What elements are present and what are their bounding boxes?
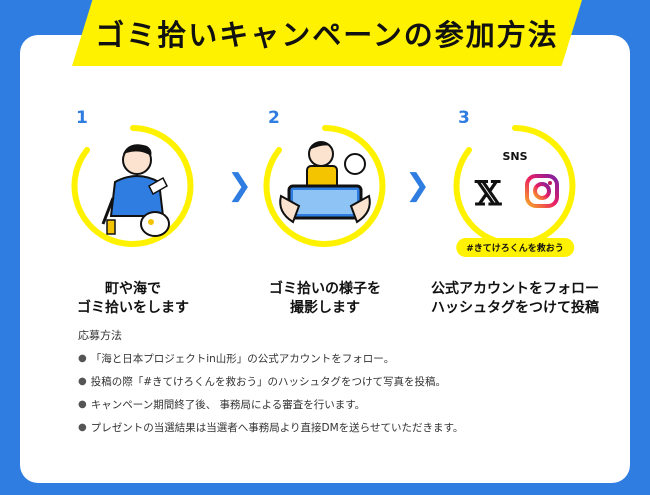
step-3-illustration: 3 SNS 𝕏 #きてけろくんを救おう — [449, 108, 581, 257]
page-title: ゴミ拾いキャンペーンの参加方法 — [95, 18, 559, 52]
bullet-icon: ● — [78, 376, 87, 387]
bullet-icon: ● — [78, 353, 87, 364]
step-caption: 町や海で ゴミ拾いをします — [48, 280, 218, 318]
step-caption: 公式アカウントをフォロー ハッシュタグをつけて投稿 — [430, 280, 600, 318]
caption-line: 撮影します — [290, 300, 360, 316]
rules-title: 応募方法 — [78, 329, 122, 342]
rule-text: プレゼントの当選結果は当選者へ事務局より直接DMを送らせていただきます。 — [90, 422, 464, 434]
caption-line: ゴミ拾いの様子を — [269, 281, 381, 297]
list-item: ● 投稿の際「#きてけろくんを救おう」のハッシュタグをつけて写真を投稿。 — [78, 375, 598, 389]
list-item: ● プレゼントの当選結果は当選者へ事務局より直接DMを送らせていただきます。 — [78, 421, 598, 435]
step-number: 3 — [455, 108, 473, 128]
caption-line: ゴミ拾いをします — [77, 300, 189, 316]
step-number: 2 — [265, 108, 283, 128]
step-caption: ゴミ拾いの様子を 撮影します — [240, 280, 410, 318]
entry-rules: 応募方法 ● 「海と日本プロジェクトin山形」の公式アカウントをフォロー。 ● … — [78, 327, 598, 444]
rule-text: 投稿の際「#きてけろくんを救おう」のハッシュタグをつけて写真を投稿。 — [90, 376, 447, 388]
title-banner: ゴミ拾いキャンペーンの参加方法 — [72, 0, 582, 66]
step-2-illustration: 2 — [259, 108, 391, 252]
caption-line: 町や海で — [105, 281, 161, 297]
caption-line: ハッシュタグをつけて投稿 — [431, 300, 599, 316]
list-item: ● キャンペーン期間終了後、 事務局による審査を行います。 — [78, 398, 598, 412]
caption-line: 公式アカウントをフォロー — [431, 281, 599, 297]
bullet-icon: ● — [78, 399, 87, 410]
step-1-illustration: 1 — [67, 108, 199, 252]
chevron-right-icon: ❯ — [227, 168, 253, 203]
step-number: 1 — [73, 108, 91, 128]
step-2: 2 ゴミ拾いの様子を 撮影します — [240, 108, 410, 318]
rule-text: 「海と日本プロジェクトin山形」の公式アカウントをフォロー。 — [90, 353, 395, 365]
chevron-right-icon: ❯ — [405, 168, 431, 203]
step-3: 3 SNS 𝕏 #きてけろくんを救おう 公式アカウントをフォロー ハッシュタグを… — [430, 108, 600, 318]
step-1: 1 町や海で ゴミ拾いをします — [48, 108, 218, 318]
sns-label: SNS — [502, 150, 528, 163]
x-logo-icon: 𝕏 — [475, 174, 502, 214]
hashtag-badge: #きてけろくんを救おう — [456, 238, 574, 257]
list-item: ● 「海と日本プロジェクトin山形」の公式アカウントをフォロー。 — [78, 352, 598, 366]
rule-text: キャンペーン期間終了後、 事務局による審査を行います。 — [90, 399, 366, 411]
content-card — [20, 35, 630, 483]
bullet-icon: ● — [78, 422, 87, 433]
